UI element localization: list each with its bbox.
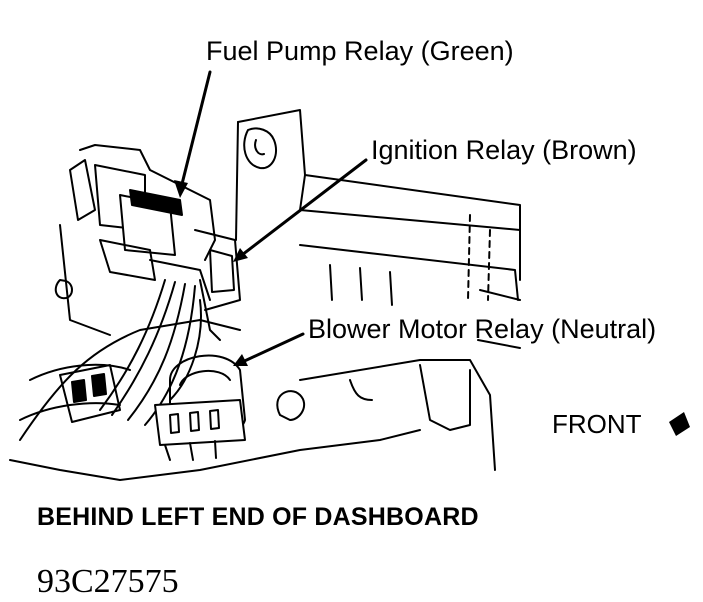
fuel-pump-leader [178, 70, 212, 194]
leader-lines [178, 70, 368, 366]
figure-id: 93C27575 [37, 563, 179, 600]
fuel-pump-relay [69, 144, 216, 301]
ignition-leader [236, 158, 368, 260]
fuel-pump-arrowhead [174, 180, 188, 198]
blower-motor-relay-label: Blower Motor Relay (Neutral) [308, 314, 657, 344]
front-direction-label: FRONT [552, 409, 642, 439]
harness-connector [59, 364, 121, 423]
front-arrow-icon [669, 412, 690, 436]
ignition-relay [194, 229, 241, 341]
blower-motor-relay [154, 354, 246, 461]
fuel-pump-relay-label: Fuel Pump Relay (Green) [206, 36, 514, 66]
ignition-relay-label: Ignition Relay (Brown) [371, 135, 637, 165]
blower-arrowhead [233, 354, 248, 366]
dashboard-structure [9, 109, 521, 481]
ignition-arrowhead [233, 248, 248, 262]
figure-caption: BEHIND LEFT END OF DASHBOARD [37, 503, 479, 531]
blower-leader [236, 332, 305, 366]
